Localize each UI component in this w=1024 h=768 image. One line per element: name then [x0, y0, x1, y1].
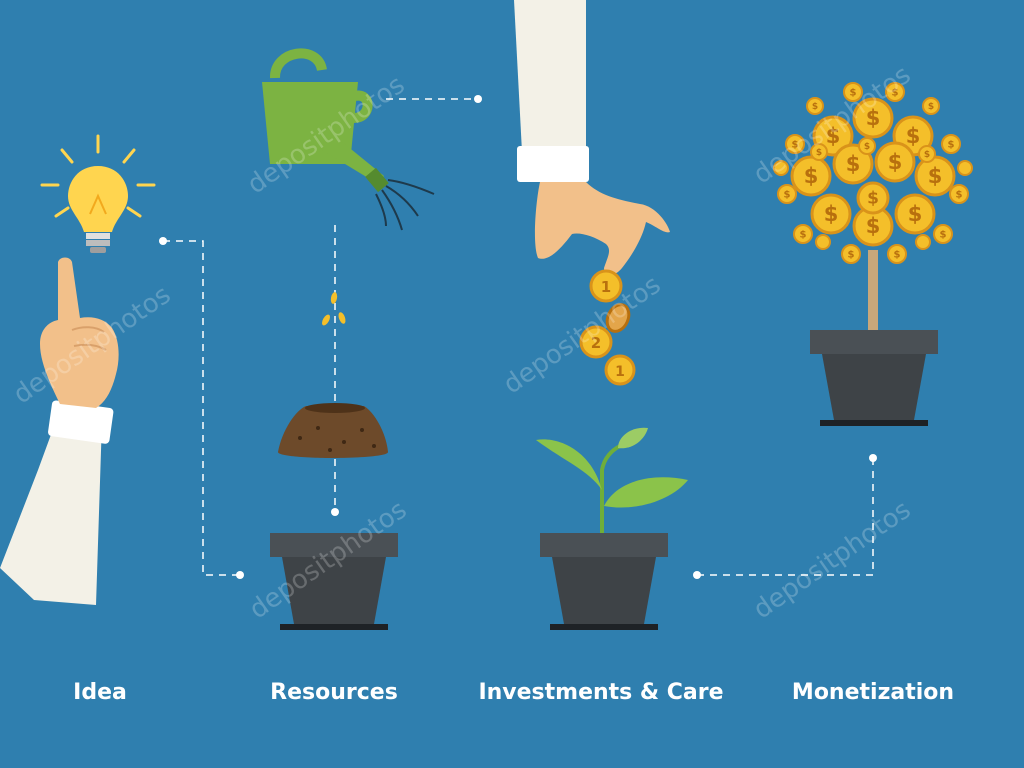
dollar-sign: $	[816, 148, 822, 158]
dollar-sign: $	[848, 249, 855, 260]
dollar-sign: $	[892, 87, 899, 98]
coin-icon	[806, 97, 824, 115]
coin-icon: 2	[579, 325, 613, 359]
dollar-sign: $	[792, 139, 799, 150]
dollar-sign: $	[850, 87, 857, 98]
dollar-sign: $	[928, 164, 943, 188]
coin-icon	[773, 160, 789, 176]
dollar-sign: $	[956, 189, 963, 200]
coin-icon	[874, 141, 916, 183]
coin-icon	[793, 224, 813, 244]
dollar-sign: $	[866, 106, 881, 130]
coin-icon: 1	[604, 354, 636, 386]
coin-icon	[843, 82, 863, 102]
dollar-sign: $	[812, 102, 818, 112]
soil-mound-icon	[278, 403, 388, 458]
coin-icon	[915, 234, 931, 250]
coin-icon	[894, 193, 936, 235]
dollar-sign: $	[924, 150, 930, 160]
coin-icon	[957, 160, 973, 176]
giving-hand-icon	[514, 0, 670, 275]
watering-can-icon	[262, 48, 435, 231]
sprout-icon	[536, 427, 688, 534]
coin-icon	[810, 193, 852, 235]
svg-text:1: 1	[615, 364, 625, 380]
dollar-sign: $	[948, 139, 955, 150]
dollar-sign: $	[866, 214, 881, 238]
coin-icon	[810, 143, 828, 161]
coin-icon	[605, 303, 631, 333]
coin-icon	[785, 134, 805, 154]
money-tree-icon: $$$$$$$$$$$$$$$$$$$$$$$$$$	[773, 82, 973, 332]
stage-label-investments-care: Investments & Care	[478, 680, 724, 705]
connector-investment-monetization	[697, 458, 874, 576]
coin-icon	[856, 181, 890, 215]
flower-pot-icon	[540, 533, 668, 630]
dollar-sign: $	[940, 229, 947, 240]
coin-icon	[918, 145, 936, 163]
dollar-sign: $	[928, 102, 934, 112]
svg-text:2: 2	[591, 334, 601, 352]
svg-text:1: 1	[601, 278, 611, 296]
tree-coin-cluster: $$$$$$$$$$$$$$$$$$$$$$$$$$	[773, 82, 973, 264]
flow-connectors	[163, 98, 874, 576]
dollar-sign: $	[846, 152, 861, 176]
dollar-sign: $	[826, 124, 841, 148]
flower-pot-icon	[810, 330, 938, 426]
lightbulb-icon	[40, 134, 156, 253]
coin-icon	[922, 97, 940, 115]
dollar-sign: $	[906, 124, 921, 148]
coin-icon	[887, 244, 907, 264]
dollar-sign: $	[888, 150, 903, 174]
dollar-sign: $	[864, 142, 870, 152]
stage-label-resources: Resources	[270, 680, 398, 705]
stage-label-idea: Idea	[73, 680, 127, 705]
coin-icon: 1	[589, 269, 623, 303]
coin-icon	[841, 244, 861, 264]
coin-icon	[852, 97, 894, 139]
coin-icon	[933, 224, 953, 244]
connector-idea-resources	[163, 240, 240, 576]
pointing-hand-icon	[0, 257, 119, 605]
coin-icon	[885, 82, 905, 102]
connector-dots	[159, 95, 877, 579]
coin-icon	[858, 137, 876, 155]
coin-icon	[815, 234, 831, 250]
coin-icon	[832, 143, 874, 185]
seeds-icon	[322, 292, 346, 326]
dollar-sign: $	[894, 249, 901, 260]
falling-coins: 1 2 1	[579, 269, 636, 386]
coin-icon	[790, 155, 832, 197]
stage-label-monetization: Monetization	[791, 680, 955, 705]
dollar-sign: $	[804, 164, 819, 188]
dollar-sign: $	[800, 229, 807, 240]
flower-pot-icon	[270, 533, 398, 630]
coin-icon	[777, 184, 797, 204]
coin-icon	[941, 134, 961, 154]
dollar-sign: $	[908, 202, 923, 226]
dollar-sign: $	[784, 189, 791, 200]
coin-icon	[949, 184, 969, 204]
dollar-sign: $	[824, 202, 839, 226]
dollar-sign: $	[867, 189, 879, 209]
